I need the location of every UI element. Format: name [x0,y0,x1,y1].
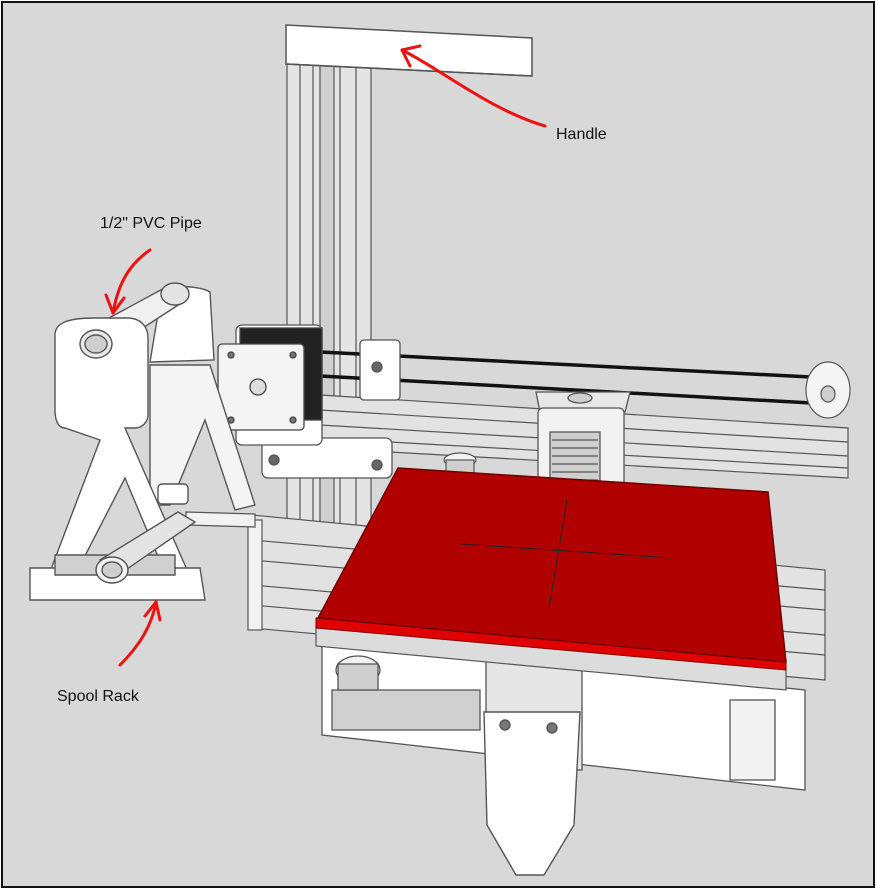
spool-rack [29,282,256,601]
handle-arrow [400,44,547,128]
heated-bed [315,467,787,691]
x-stepper-motor [217,327,323,431]
connector-rod [185,511,256,528]
spool-rack-arrow [118,600,162,667]
handle-label: Handle [556,126,607,143]
y-pulley [443,452,477,481]
pvc-pipe-arrow [104,248,152,315]
pvc-pipe-label: 1/2" PVC Pipe [100,215,202,232]
y-idler-bracket [483,711,581,876]
spool-rack-label: Spool Rack [57,688,139,705]
handle-bar [285,24,533,77]
